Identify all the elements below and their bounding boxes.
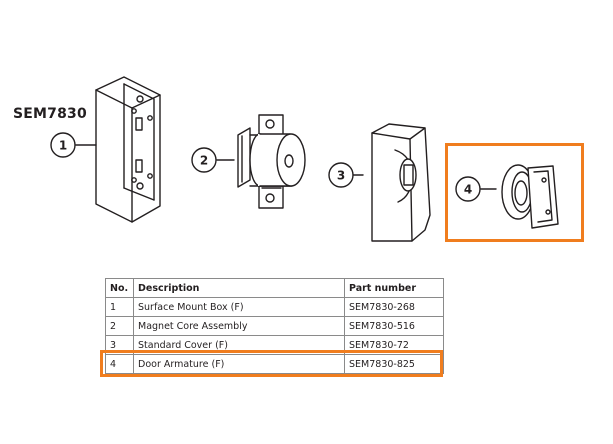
row-no: 1: [105, 297, 134, 317]
row-no: 2: [105, 316, 134, 336]
callout-1-circle: [50, 132, 76, 158]
header-part-number: Part number: [344, 278, 444, 298]
callout-3-label: 3: [337, 169, 345, 183]
callout-2-circle: [191, 147, 217, 173]
row-description: Magnet Core Assembly: [133, 316, 345, 336]
door-armature-row-highlight: [100, 350, 443, 377]
surface-mount-box-drawing: [75, 76, 161, 223]
callout-1-label: 1: [59, 139, 67, 153]
door-armature-highlight-box: [445, 143, 584, 242]
magnet-core-assembly-drawing: [216, 114, 306, 209]
table-row: 4 Door Armature (F) SEM7830-825: [105, 354, 444, 374]
callout-3-circle: [328, 162, 354, 188]
model-title: SEM7830: [13, 106, 87, 122]
table-row: 2 Magnet Core Assembly SEM7830-516: [105, 316, 444, 336]
header-no: No.: [105, 278, 134, 298]
row-description: Surface Mount Box (F): [133, 297, 345, 317]
callout-2-label: 2: [200, 154, 208, 168]
row-part-number: SEM7830-268: [344, 297, 444, 317]
callout-4-label: 4: [464, 183, 472, 197]
row-description: Door Armature (F): [133, 354, 345, 374]
door-armature-drawing: [480, 164, 559, 229]
callout-4-circle: [455, 176, 481, 202]
parts-table-header-row: No. Description Part number: [105, 278, 444, 298]
standard-cover-drawing: [352, 123, 431, 242]
row-part-number: SEM7830-516: [344, 316, 444, 336]
row-part-number: SEM7830-825: [344, 354, 444, 374]
table-row: 1 Surface Mount Box (F) SEM7830-268: [105, 297, 444, 317]
header-description: Description: [133, 278, 345, 298]
